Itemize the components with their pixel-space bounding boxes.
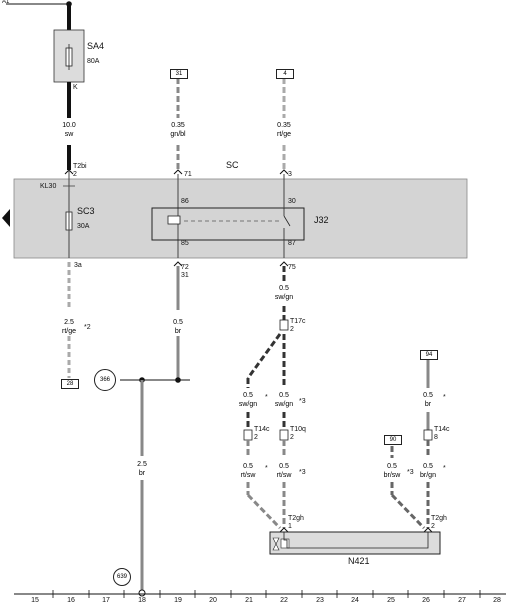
- connector-t10q-pin: 2: [290, 434, 294, 441]
- fuse-sc3-rating: 30A: [77, 223, 90, 230]
- pin-75: 75: [288, 264, 296, 271]
- connector-t14c-right-icon: [423, 429, 433, 441]
- wire-note-col26-a: *: [443, 394, 446, 401]
- connector-t10q-label: T10q: [290, 426, 306, 433]
- column-number: 27: [458, 597, 466, 604]
- connector-t14c-right-pin: 8: [434, 434, 438, 441]
- connector-t17c-label: T17c: [290, 318, 306, 325]
- relay-name: J32: [314, 215, 329, 225]
- wire-note-col22-b: *3: [299, 469, 306, 476]
- ref-circle-639: 639: [113, 568, 131, 586]
- pin-31: 31: [181, 272, 189, 279]
- relay-switch-icon: [283, 215, 291, 227]
- fuse-box-label: SC: [226, 160, 239, 170]
- column-number: 21: [245, 597, 253, 604]
- wire-note-col26-b: *: [443, 465, 446, 472]
- relay-pin-85: 85: [181, 240, 189, 247]
- relay-coil-icon: [167, 215, 181, 225]
- ref-box-90: 90: [384, 435, 402, 445]
- column-number: 18: [138, 597, 146, 604]
- relay-pin-30: 30: [288, 198, 296, 205]
- column-number: 26: [422, 597, 430, 604]
- wire-note-col16: *2: [84, 324, 91, 331]
- relay-pin-86: 86: [181, 198, 189, 205]
- kl30-label: KL30: [40, 183, 57, 190]
- ground-point-icon: [138, 589, 146, 597]
- ref-circle-366: 366: [94, 369, 116, 391]
- ref-box-94: 94: [420, 350, 438, 360]
- fuse-sa4-terminal: K: [73, 84, 78, 91]
- column-number: 17: [102, 597, 110, 604]
- connector-t17c-icon: [279, 319, 289, 331]
- connector-t2gh-right-pin: 2: [431, 523, 435, 530]
- ref-box-4: 4: [276, 69, 294, 79]
- fuse-sc3-name: SC3: [77, 206, 95, 216]
- column-number: 22: [280, 597, 288, 604]
- page-ref-a1: A1: [2, 0, 10, 5]
- connector-t17c-pin: 2: [290, 326, 294, 333]
- connector-t14c-left-icon: [243, 429, 253, 441]
- component-n421-box: [269, 531, 441, 555]
- pin-71: 71: [184, 171, 192, 178]
- column-number: 16: [67, 597, 75, 604]
- connector-t10q-icon: [279, 429, 289, 441]
- column-number: 15: [31, 597, 39, 604]
- fuse-sa4-name: SA4: [87, 41, 105, 51]
- column-number: 28: [493, 597, 501, 604]
- fuse-sa4-box: [53, 29, 85, 83]
- relay-pin-87: 87: [288, 240, 296, 247]
- column-number: 19: [174, 597, 182, 604]
- left-arrow-icon: [2, 209, 10, 227]
- connector-t14c-left-pin: 2: [254, 434, 258, 441]
- connector-t14c-right-label: T14c: [434, 426, 450, 433]
- component-n421-label: N421: [348, 556, 370, 566]
- pin-72: 72: [181, 264, 189, 271]
- column-number: 23: [316, 597, 324, 604]
- connector-t2gh-left-label: T2gh: [288, 515, 304, 522]
- column-number: 24: [351, 597, 359, 604]
- fuse-sa4-rating: 80A: [87, 58, 100, 65]
- wire-note-col21-b: *: [265, 465, 268, 472]
- connector-t2gh-left-pin: 1: [288, 523, 292, 530]
- relay-j32-box: [151, 207, 305, 241]
- connector-t2bi-pin: 2: [73, 171, 77, 178]
- column-number: 20: [209, 597, 217, 604]
- wire-note-col25: *3: [407, 469, 414, 476]
- ref-box-31: 31: [170, 69, 188, 79]
- fuse-sc3-terminal: 3a: [74, 262, 82, 269]
- connector-t2bi-label: T2bi: [73, 163, 87, 170]
- wire-note-col21-a: *: [265, 394, 268, 401]
- connector-t2gh-right-label: T2gh: [431, 515, 447, 522]
- column-number: 25: [387, 597, 395, 604]
- pin-3: 3: [288, 171, 292, 178]
- ref-box-28: 28: [61, 379, 79, 389]
- wire-note-col22-a: *3: [299, 398, 306, 405]
- connector-t14c-left-label: T14c: [254, 426, 270, 433]
